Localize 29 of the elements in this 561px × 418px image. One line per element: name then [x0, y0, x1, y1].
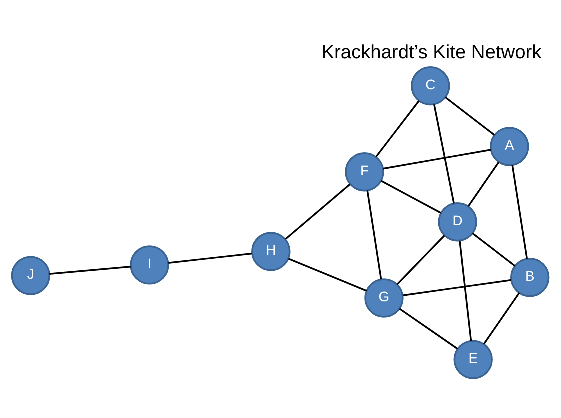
connector: [399, 308, 458, 350]
connector: [168, 252, 253, 264]
connector: [396, 235, 446, 286]
node-circle: J: [11, 256, 50, 296]
node-circle: I: [130, 246, 170, 285]
diagram-title: Krackhardt’s Kite Network: [322, 42, 542, 64]
connector: [444, 96, 496, 136]
connector: [50, 266, 131, 275]
connector: [380, 180, 442, 214]
node-circle: B: [510, 258, 550, 298]
connector: [512, 165, 528, 260]
connector: [468, 162, 500, 207]
connector: [434, 104, 455, 204]
node-circle: F: [345, 152, 384, 192]
connector: [366, 190, 382, 280]
node-circle: H: [252, 232, 291, 272]
connector: [383, 149, 492, 170]
node-circle: E: [454, 340, 493, 380]
node-circle: D: [438, 202, 478, 242]
connector: [472, 232, 516, 267]
connector: [402, 279, 512, 296]
node-circle: A: [490, 127, 530, 166]
connector: [288, 258, 368, 292]
connector: [459, 240, 472, 342]
connector: [285, 184, 351, 240]
connector: [376, 100, 420, 158]
node-circle: C: [411, 66, 450, 106]
node-circle: G: [364, 278, 404, 318]
connector: [483, 292, 520, 345]
